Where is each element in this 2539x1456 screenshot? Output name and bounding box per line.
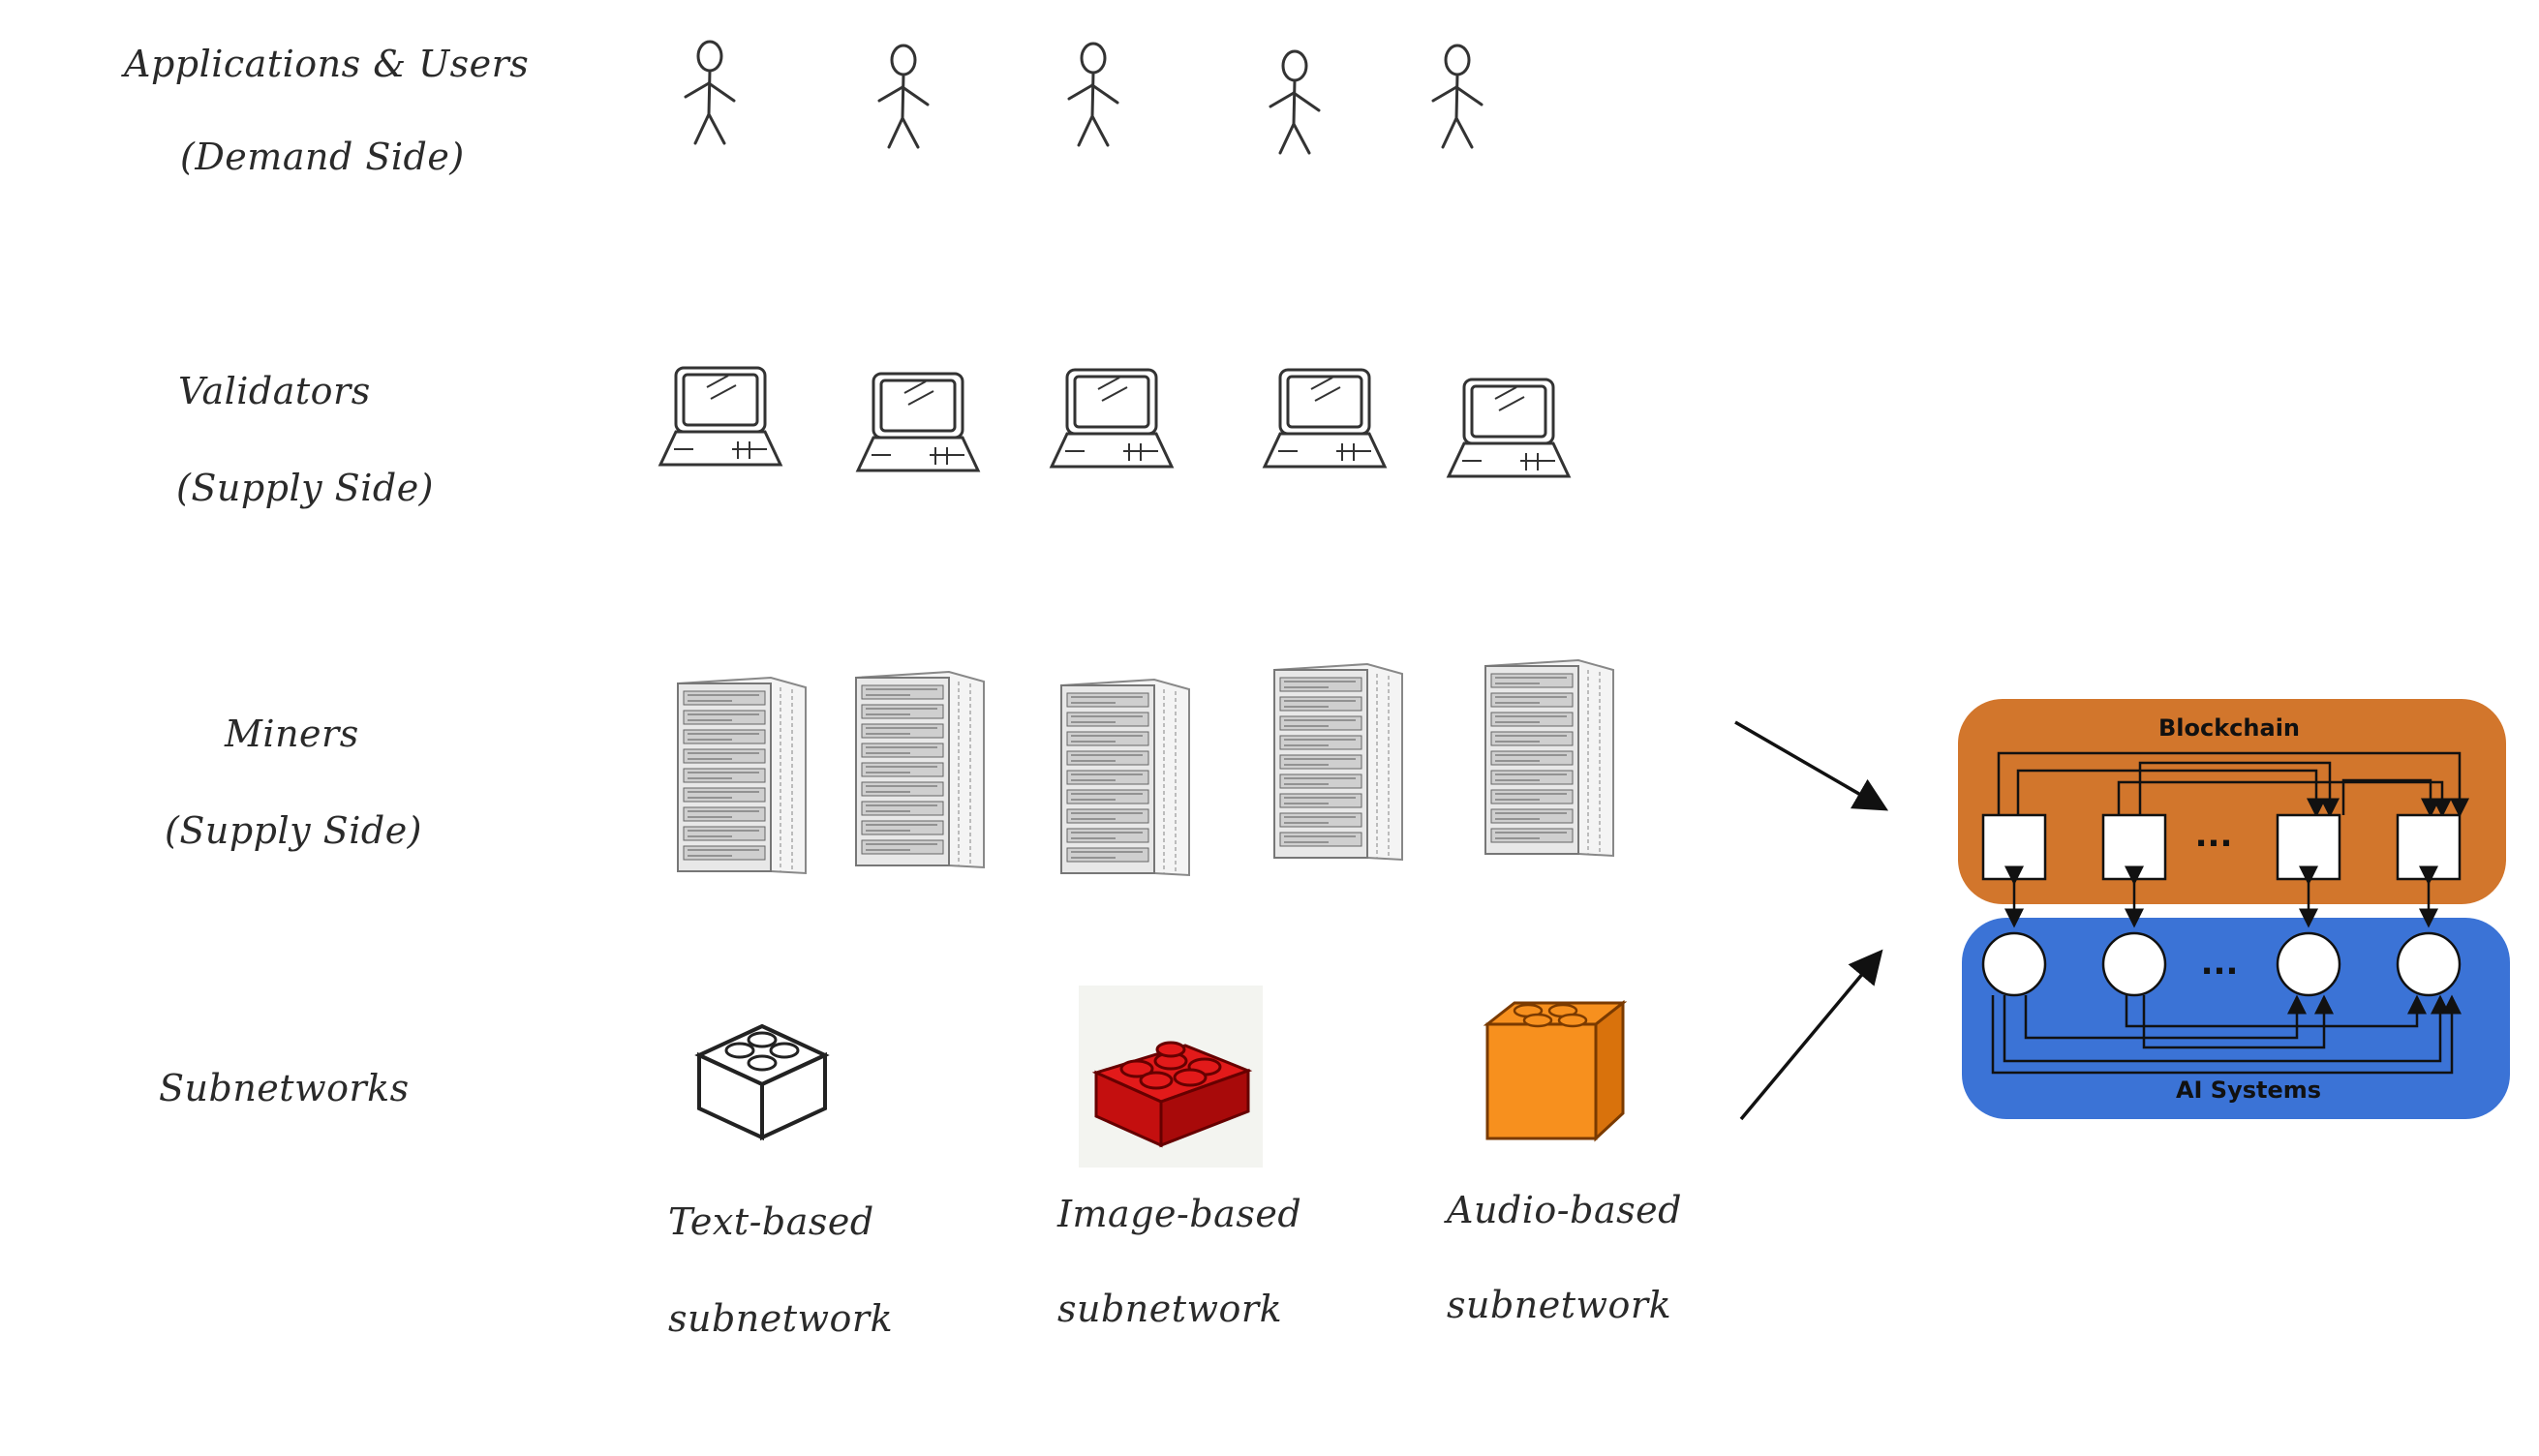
arrow-subnets-to-system bbox=[1741, 955, 1879, 1119]
miner bbox=[1482, 656, 1617, 860]
block-node bbox=[2103, 815, 2165, 879]
arrows bbox=[1724, 707, 1898, 1133]
row-sublabel-validators: (Supply Side) bbox=[176, 467, 434, 509]
row-sublabel-demand: (Demand Side) bbox=[180, 136, 465, 178]
blockchain-ai-system-diagram: Blockchain AI Systems ... bbox=[1937, 693, 2518, 1129]
ai-node bbox=[2398, 933, 2460, 995]
ai-ellipsis: ... bbox=[2201, 944, 2239, 983]
miner bbox=[852, 668, 988, 871]
miner bbox=[674, 674, 810, 877]
orange-lego-brick-icon bbox=[1482, 997, 1627, 1142]
validator bbox=[1046, 362, 1178, 478]
block-node bbox=[2398, 815, 2460, 879]
miner bbox=[1057, 676, 1193, 879]
row-label-subnetworks: Subnetworks bbox=[159, 1067, 410, 1109]
subnet-text-label: Text-based bbox=[668, 1200, 874, 1243]
server-rack-icon bbox=[674, 674, 810, 877]
server-rack-icon bbox=[852, 668, 988, 871]
user bbox=[666, 35, 753, 151]
user bbox=[1251, 45, 1338, 161]
row-sublabel-miners: (Supply Side) bbox=[165, 809, 422, 852]
laptop-icon bbox=[1046, 362, 1178, 478]
stick-figure-icon bbox=[860, 39, 947, 155]
block-node bbox=[1983, 815, 2045, 879]
ai-node bbox=[1983, 933, 2045, 995]
stick-figure-icon bbox=[1050, 37, 1137, 153]
row-label-miners: Miners bbox=[225, 713, 359, 755]
validator bbox=[852, 366, 984, 482]
block-ellipsis: ... bbox=[2195, 816, 2233, 855]
row-label-applications: Applications & Users bbox=[124, 43, 529, 85]
row-label-validators: Validators bbox=[178, 370, 371, 412]
arrow-miners-to-system bbox=[1735, 722, 1882, 807]
validator bbox=[1443, 372, 1575, 488]
server-rack-icon bbox=[1270, 660, 1406, 864]
server-rack-icon bbox=[1482, 656, 1617, 860]
miner bbox=[1270, 660, 1406, 864]
ai-node bbox=[2103, 933, 2165, 995]
blockchain-label: Blockchain bbox=[2158, 714, 2300, 742]
subnet-audio-sublabel: subnetwork bbox=[1447, 1284, 1671, 1326]
user bbox=[1414, 39, 1501, 155]
ai-node bbox=[2278, 933, 2340, 995]
red-lego-brick-icon bbox=[1079, 986, 1263, 1168]
server-rack-icon bbox=[1057, 676, 1193, 879]
laptop-icon bbox=[1259, 362, 1391, 478]
subnet-image-sublabel: subnetwork bbox=[1057, 1288, 1282, 1330]
ai-systems-label: AI Systems bbox=[2176, 1077, 2321, 1104]
subnet-text-sublabel: subnetwork bbox=[668, 1297, 893, 1340]
subnet-image-label: Image-based bbox=[1057, 1193, 1301, 1235]
block-node bbox=[2278, 815, 2340, 879]
stick-figure-icon bbox=[1414, 39, 1501, 155]
laptop-icon bbox=[852, 366, 984, 482]
lego-brick-icon bbox=[689, 997, 835, 1142]
user bbox=[860, 39, 947, 155]
laptop-icon bbox=[655, 360, 786, 476]
validator bbox=[1259, 362, 1391, 478]
stick-figure-icon bbox=[666, 35, 753, 151]
validator bbox=[655, 360, 786, 476]
laptop-icon bbox=[1443, 372, 1575, 488]
subnet-audio-label: Audio-based bbox=[1447, 1189, 1682, 1231]
user bbox=[1050, 37, 1137, 153]
stick-figure-icon bbox=[1251, 45, 1338, 161]
